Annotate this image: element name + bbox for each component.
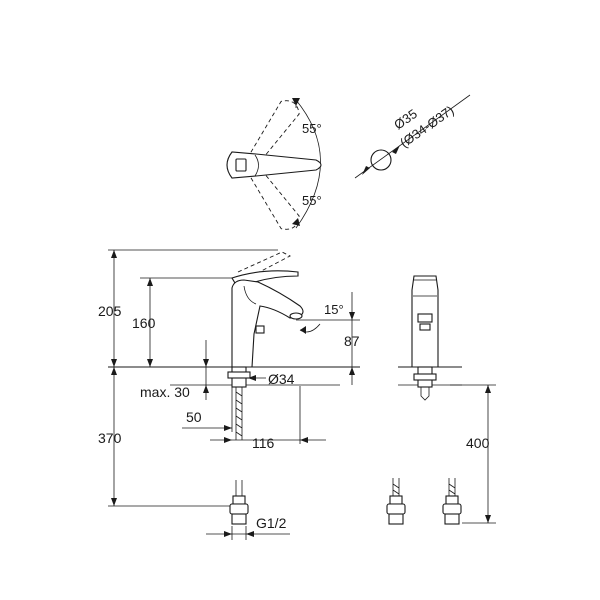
- front-indicator: [417, 313, 433, 323]
- dim-lever-height: 160: [132, 315, 156, 331]
- angle-label-bottom: 55°: [302, 193, 322, 208]
- dim-spout-angle: 15°: [324, 302, 344, 317]
- lever-lower-position: [239, 153, 300, 230]
- dim-hose-length: 370: [98, 430, 122, 446]
- lever-top: [226, 151, 322, 179]
- dim-hose-length-rear: 400: [466, 435, 490, 451]
- hose-connector-left: [386, 478, 406, 525]
- front-view-faucet: 400: [386, 275, 496, 525]
- angle-label-top: 55°: [302, 121, 322, 136]
- faucet-body: [231, 279, 304, 368]
- dim-thread: G1/2: [256, 515, 287, 531]
- hose-connector-right: [442, 478, 462, 525]
- lever-upper-position: [239, 100, 300, 177]
- rotation-arc: [295, 99, 321, 229]
- mounting-hole: [370, 149, 392, 171]
- hose-connector-side: [229, 480, 249, 525]
- dim-base-diameter: Ø34: [268, 371, 295, 387]
- hole-detail: Ø35 (Ø34-Ø37): [354, 94, 471, 179]
- dim-spout-height: 87: [344, 333, 360, 349]
- top-view-lever-rotation: 55° 55°: [226, 98, 322, 230]
- side-view-faucet: 205 160 15° 87 max. 30: [98, 249, 360, 540]
- lever-raised: [237, 251, 291, 281]
- dim-spout-reach: 116: [252, 435, 275, 451]
- lever-indicator: [235, 158, 247, 172]
- dim-shank-offset: 50: [186, 409, 202, 425]
- dim-total-height: 205: [98, 303, 122, 319]
- aerator: [289, 312, 303, 320]
- hose-side: [235, 387, 243, 440]
- dim-max-thickness: max. 30: [140, 384, 190, 400]
